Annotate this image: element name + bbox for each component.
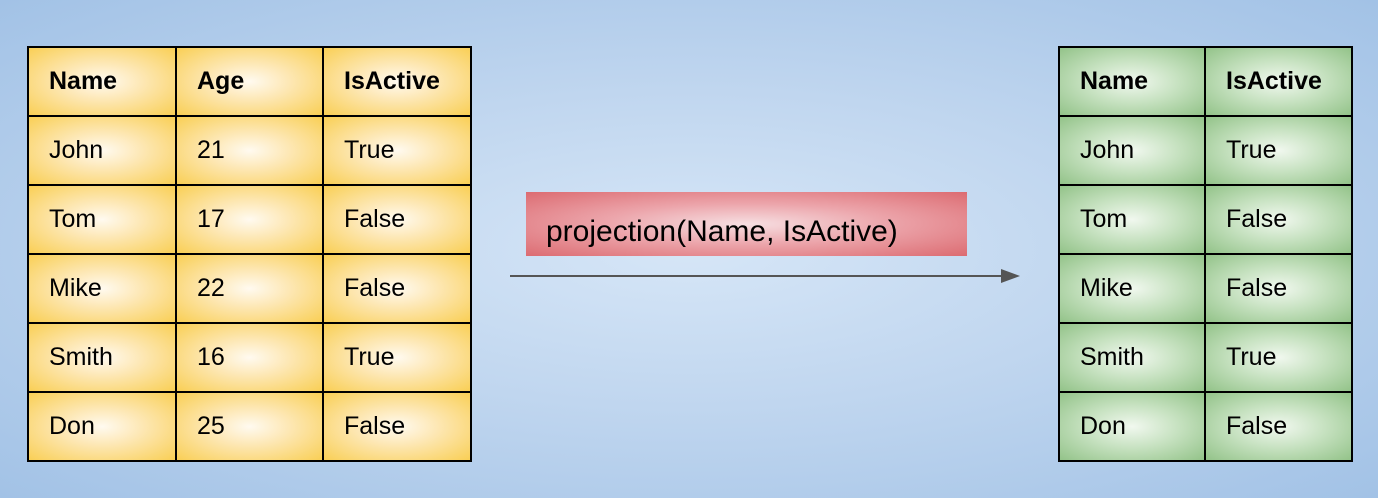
source-table-cell: 25: [175, 391, 324, 462]
result-table-cell: False: [1204, 253, 1353, 324]
source-table-cell: False: [322, 184, 472, 255]
result-table-cell: Tom: [1058, 184, 1206, 255]
result-table-cell: Mike: [1058, 253, 1206, 324]
result-table-cell: False: [1204, 391, 1353, 462]
source-table-header-cell: Age: [175, 46, 324, 117]
source-table-cell: Don: [27, 391, 177, 462]
source-table-cell: 16: [175, 322, 324, 393]
source-table-cell: John: [27, 115, 177, 186]
source-table-cell: Smith: [27, 322, 177, 393]
arrow-right-icon: [510, 269, 1020, 283]
result-table-cell: Smith: [1058, 322, 1206, 393]
result-table-cell: Don: [1058, 391, 1206, 462]
source-table-cell: Mike: [27, 253, 177, 324]
projection-operation-label: projection(Name, IsActive): [526, 192, 967, 256]
result-table-header-cell: Name: [1058, 46, 1206, 117]
source-table-cell: True: [322, 115, 472, 186]
result-table-cell: True: [1204, 115, 1353, 186]
source-table-cell: False: [322, 253, 472, 324]
source-table-cell: Tom: [27, 184, 177, 255]
result-table-cell: John: [1058, 115, 1206, 186]
result-table-header-cell: IsActive: [1204, 46, 1353, 117]
source-table-header-cell: IsActive: [322, 46, 472, 117]
source-table-header-cell: Name: [27, 46, 177, 117]
source-table-cell: True: [322, 322, 472, 393]
source-table-cell: 21: [175, 115, 324, 186]
source-table-cell: 22: [175, 253, 324, 324]
source-table-cell: False: [322, 391, 472, 462]
source-table-cell: 17: [175, 184, 324, 255]
result-table-cell: False: [1204, 184, 1353, 255]
result-table-cell: True: [1204, 322, 1353, 393]
